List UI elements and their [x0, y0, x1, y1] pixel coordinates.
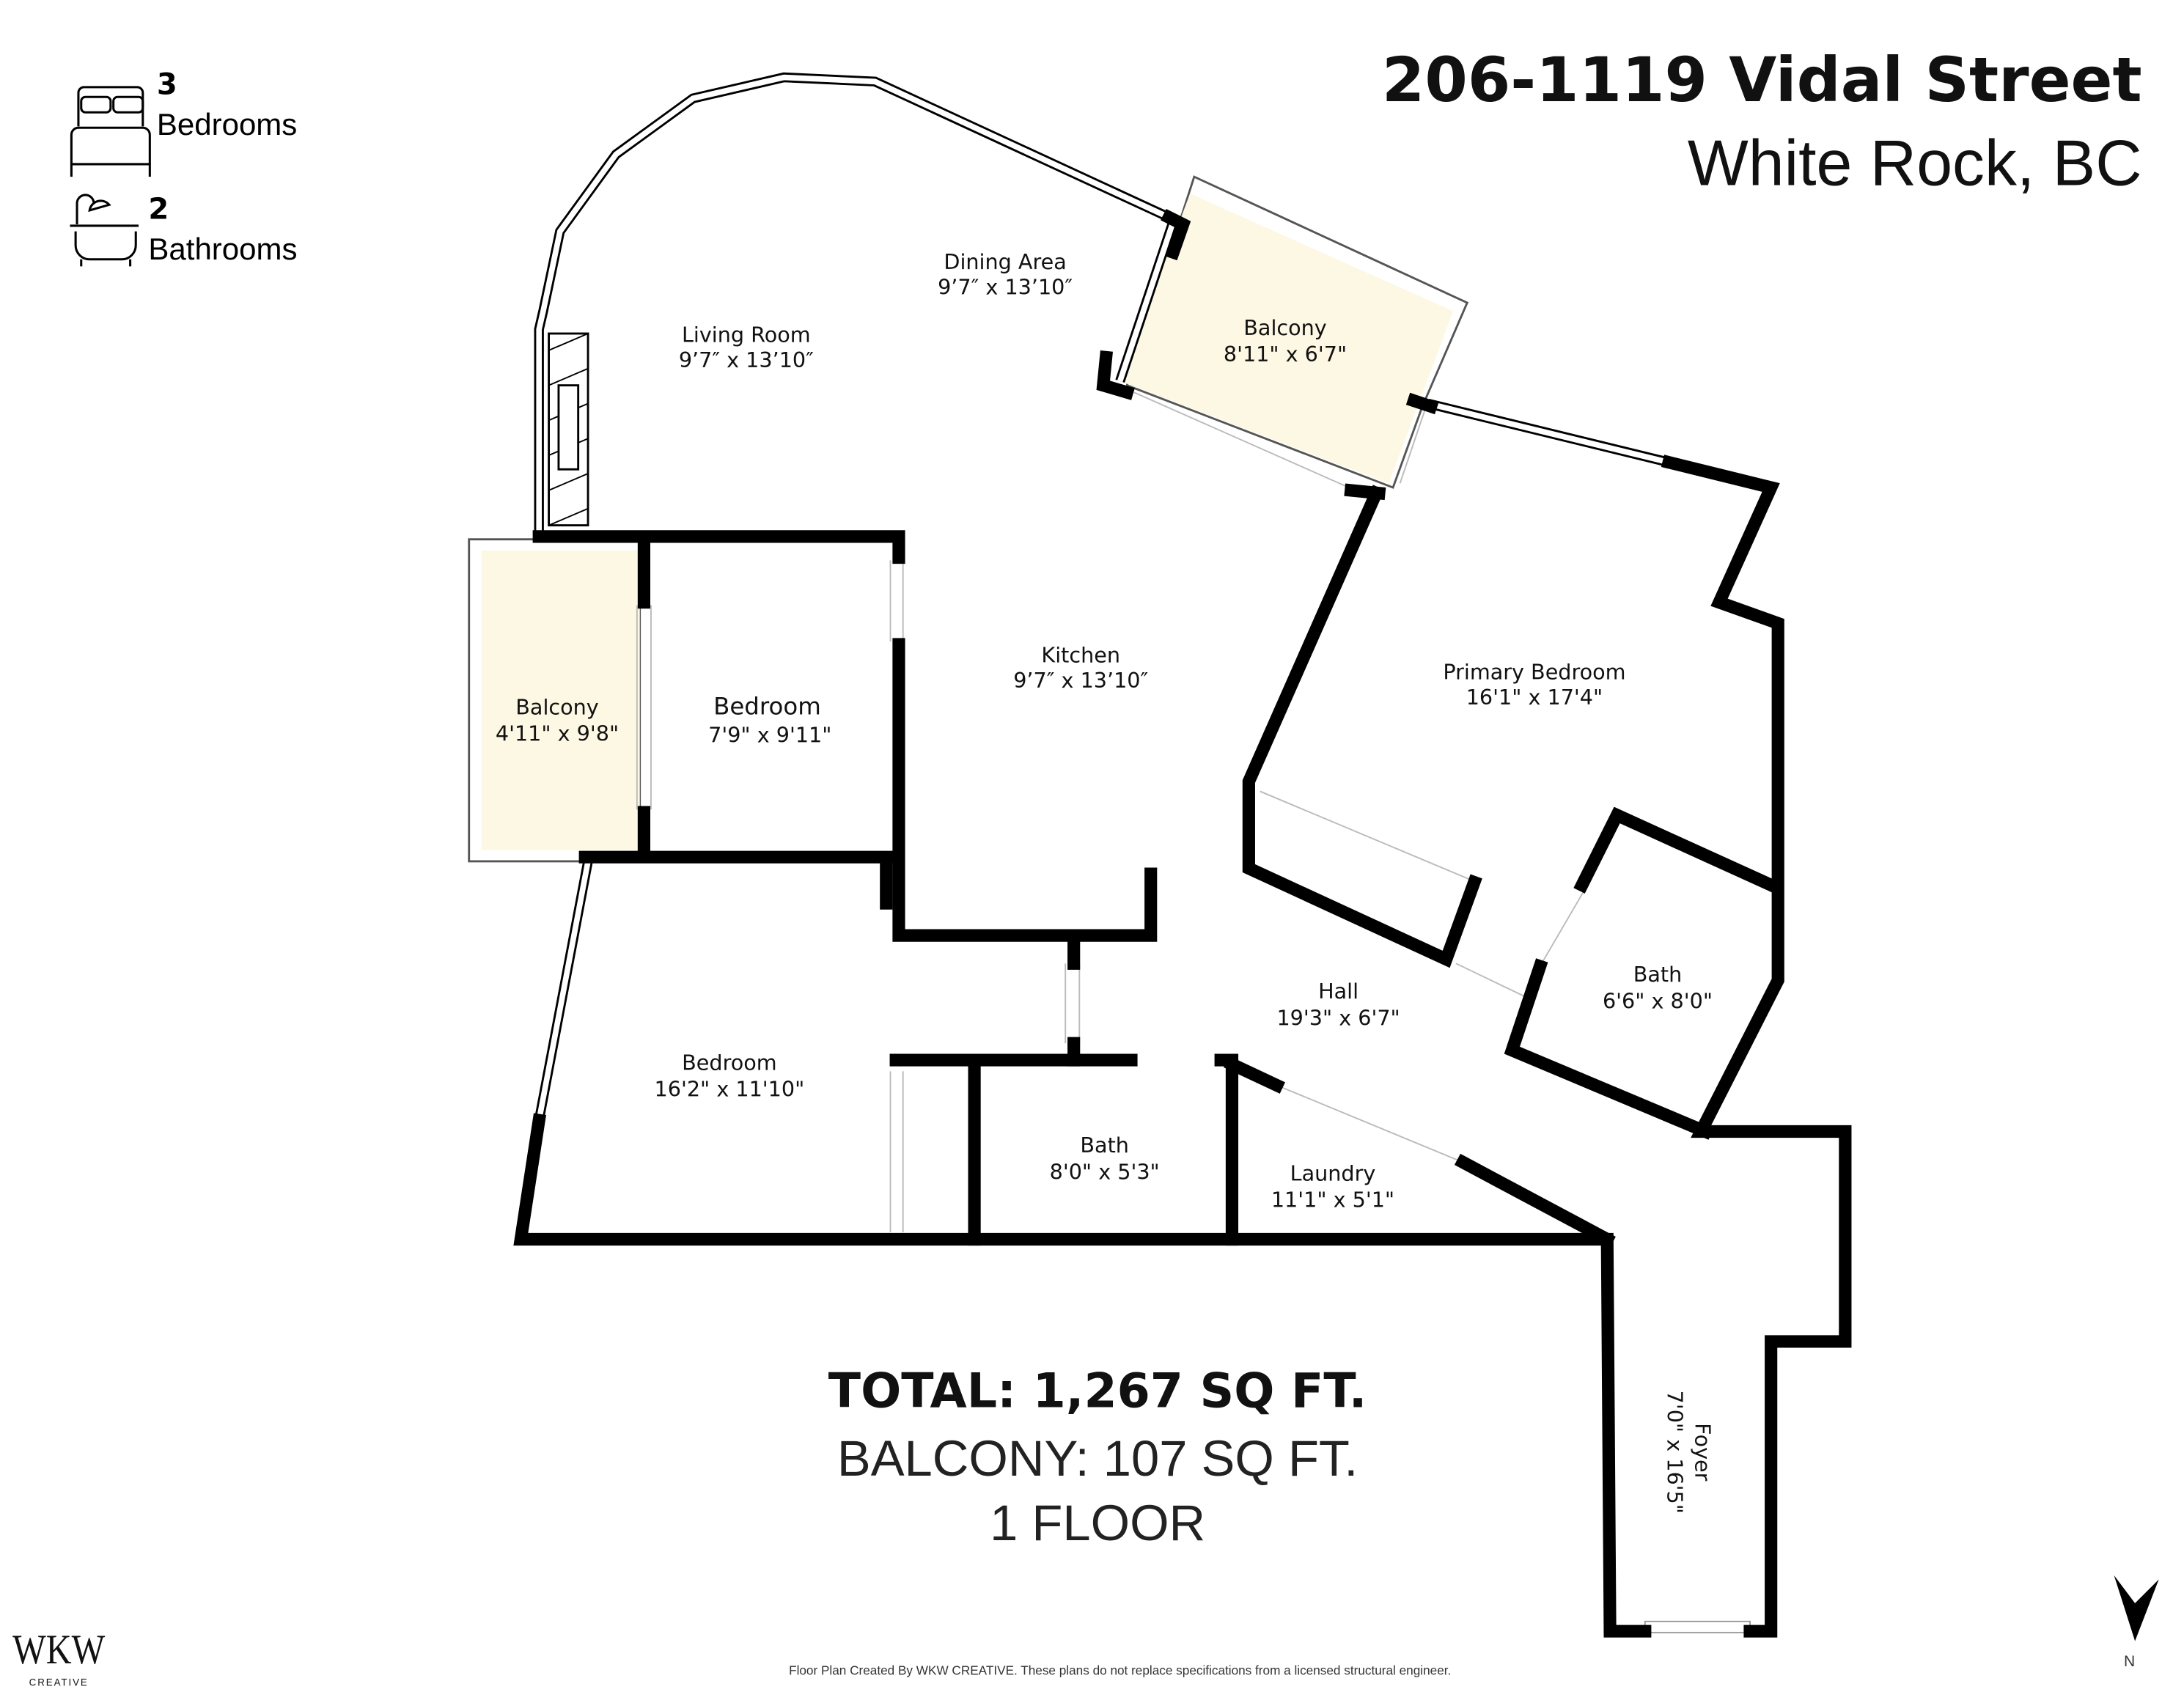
room-laundry: Laundry 11'1" x 5'1" [1271, 1160, 1394, 1212]
room-living: Living Room 9’7″ x 13’10″ [679, 322, 814, 372]
total-area: TOTAL: 1,267 SQ FT. [828, 1364, 1367, 1419]
balcony-left [468, 538, 641, 863]
bedrooms-label: Bedrooms [157, 107, 297, 141]
room-size: 16'1" x 17'4" [1466, 685, 1603, 710]
room-dining: Dining Area 9’7″ x 13’10″ [938, 249, 1073, 299]
room-name: Dining Area [944, 249, 1066, 274]
balcony-area: BALCONY: 107 SQ FT. [837, 1430, 1358, 1487]
room-size: 19'3" x 6'7" [1276, 1005, 1400, 1030]
room-name: Laundry [1290, 1160, 1376, 1185]
room-size: 9’7″ x 13’10″ [679, 347, 814, 372]
room-name: Bedroom [713, 692, 821, 720]
room-size: 8'0" x 5'3" [1050, 1159, 1160, 1184]
room-name: Kitchen [1041, 643, 1120, 668]
room-name: Bedroom [682, 1050, 776, 1075]
room-size: 9’7″ x 13’10″ [938, 275, 1073, 300]
footer-disclaimer: Floor Plan Created By WKW CREATIVE. Thes… [789, 1663, 1451, 1677]
room-size: 11'1" x 5'1" [1271, 1188, 1394, 1213]
room-bedroom-large: Bedroom 16'2" x 11'10" [655, 1050, 805, 1101]
bed-icon [70, 86, 151, 177]
room-name: Primary Bedroom [1443, 660, 1625, 685]
room-name: Balcony [1243, 315, 1327, 340]
room-size: 6'6" x 8'0" [1603, 988, 1713, 1013]
room-size: 16'2" x 11'10" [655, 1077, 805, 1102]
balcony-top [1119, 175, 1469, 489]
wkw-logo: WKW [12, 1627, 105, 1673]
room-bath: Bath 8'0" x 5'3" [1050, 1133, 1160, 1184]
fireplace [548, 332, 589, 527]
wkw-logo-sub: CREATIVE [29, 1677, 89, 1688]
floor-count: 1 FLOOR [990, 1495, 1205, 1551]
room-kitchen: Kitchen 9’7″ x 13’10″ [1013, 643, 1148, 693]
room-size: 8'11" x 6'7" [1224, 342, 1347, 367]
room-name: Bath [1633, 962, 1683, 987]
room-size: 7'0" x 16'5" [1662, 1391, 1687, 1514]
openings [636, 391, 1751, 1634]
room-bedroom-small: Bedroom 7'9" x 9'11" [708, 692, 831, 747]
room-name: Living Room [682, 322, 811, 347]
bathtub-icon [70, 194, 139, 267]
room-balcony-left: Balcony 4'11" x 9'8" [496, 694, 619, 746]
room-primary-bedroom: Primary Bedroom 16'1" x 17'4" [1443, 660, 1625, 710]
walls [513, 208, 1852, 1638]
room-size: 7'9" x 9'11" [708, 723, 831, 748]
room-foyer: Foyer 7'0" x 16'5" [1662, 1391, 1715, 1514]
north-label: N [2124, 1653, 2135, 1670]
room-balcony-top: Balcony 8'11" x 6'7" [1224, 315, 1347, 367]
bathrooms-label: Bathrooms [148, 232, 297, 266]
room-name: Balcony [515, 694, 599, 719]
window-wall [534, 72, 1670, 1122]
room-size: 4'11" x 9'8" [496, 721, 619, 746]
room-name: Bath [1080, 1133, 1129, 1158]
room-bath-primary: Bath 6'6" x 8'0" [1603, 962, 1713, 1013]
bathrooms-count: 2 [148, 192, 169, 226]
north-arrow-icon [2114, 1575, 2159, 1641]
address-title: 206-1119 Vidal Street [1382, 44, 2142, 116]
city-subtitle: White Rock, BC [1688, 127, 2142, 199]
room-hall: Hall 19'3" x 6'7" [1276, 979, 1400, 1030]
room-size: 9’7″ x 13’10″ [1013, 668, 1148, 693]
room-name: Hall [1318, 979, 1358, 1004]
room-name: Foyer [1691, 1423, 1716, 1482]
bedrooms-count: 3 [157, 67, 177, 101]
